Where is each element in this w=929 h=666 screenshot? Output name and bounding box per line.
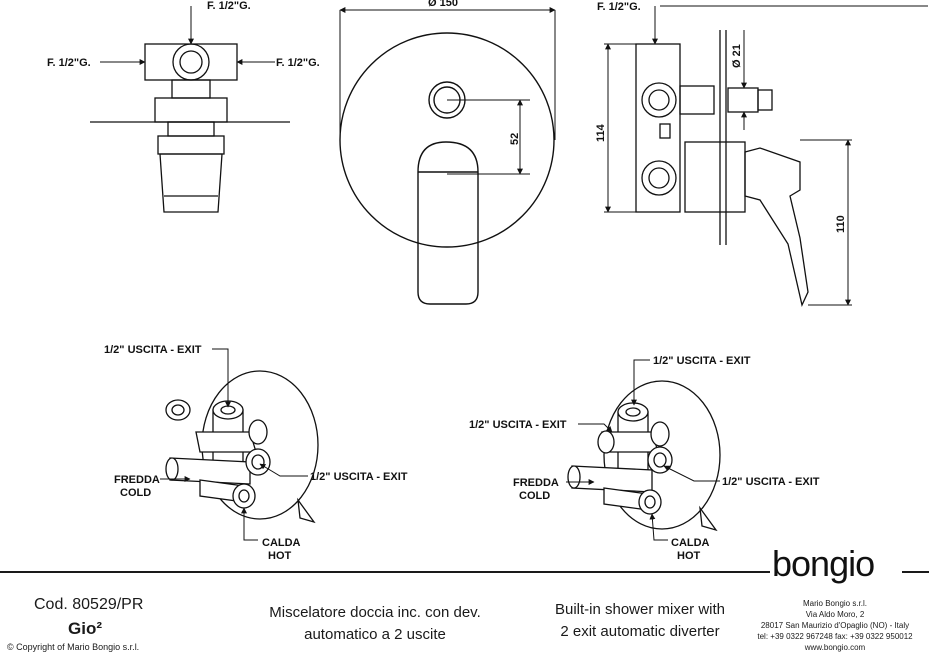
calda-label-b: CALDA: [671, 537, 710, 549]
dim-114: 114: [595, 123, 607, 142]
company-name: Mario Bongio s.r.l.: [802, 599, 868, 608]
description-english: Built-in shower mixer with 2 exit automa…: [540, 599, 740, 643]
dim-diameter-21: Ø 21: [731, 44, 743, 68]
description-italian: Miscelatore doccia inc. con dev. automat…: [240, 602, 510, 646]
cold-label-a: COLD: [120, 487, 151, 499]
exit-label-b-right: 1/2" USCITA - EXIT: [722, 476, 820, 488]
product-code: Cod. 80529/PR: [34, 596, 144, 613]
side-view-dimensions: [604, 5, 928, 306]
front-view-dimensions: [339, 7, 556, 175]
isometric-view-a: [165, 370, 319, 524]
fredda-label-b: FREDDA: [513, 477, 559, 489]
dim-52: 52: [509, 133, 521, 145]
fredda-label-a: FREDDA: [114, 474, 160, 486]
isometric-view-b: [567, 380, 721, 532]
exit-label-b-left: 1/2" USCITA - EXIT: [469, 419, 567, 431]
footer-divider: [0, 571, 770, 573]
dim-110: 110: [835, 215, 847, 233]
hot-label-a: HOT: [268, 550, 292, 562]
company-phone: tel: +39 0322 967248 fax: +39 0322 95001…: [757, 632, 913, 641]
description-english-line-1: Built-in shower mixer with: [554, 601, 726, 618]
company-website[interactable]: www.bongio.com: [804, 643, 866, 652]
isometric-b-leaders: [566, 359, 720, 541]
hot-label-b: HOT: [677, 550, 701, 562]
technical-drawing: F. 1/2"G. F. 1/2"G. F. 1/2"G. Ø 150 52: [47, 0, 928, 562]
exit-label-a-top: 1/2" USCITA - EXIT: [104, 344, 202, 356]
calda-label-a: CALDA: [262, 537, 301, 549]
company-city: 28017 San Maurizio d'Opaglio (NO) - Ital…: [760, 621, 910, 630]
top-view-leaders: [100, 6, 275, 65]
front-view-plate: [339, 32, 555, 305]
description-italian-line-1: Miscelatore doccia inc. con dev.: [269, 604, 481, 621]
product-model: Gio²: [68, 619, 102, 638]
description-english-line-2: 2 exit automatic diverter: [560, 623, 720, 640]
copyright-notice: © Copyright of Mario Bongio s.r.l.: [7, 642, 140, 652]
top-view-valve: [90, 43, 290, 213]
description-italian-line-2: automatico a 2 uscite: [304, 626, 446, 643]
exit-label-b-top: 1/2" USCITA - EXIT: [653, 355, 751, 367]
dim-diameter-150: Ø 150: [428, 0, 458, 9]
side-view-valve: [635, 30, 809, 308]
cold-label-b: COLD: [519, 490, 550, 502]
footer-divider-right: [902, 571, 929, 573]
brand-logo: bongio: [772, 543, 875, 584]
company-street: Via Aldo Moro, 2: [805, 610, 865, 619]
thread-label-side: F. 1/2"G.: [597, 1, 641, 13]
exit-label-a-right: 1/2" USCITA - EXIT: [310, 471, 408, 483]
thread-label-left: F. 1/2"G.: [47, 57, 91, 69]
company-info: Mario Bongio s.r.l. Via Aldo Moro, 2 280…: [740, 598, 929, 653]
thread-label-top: F. 1/2"G.: [207, 0, 251, 12]
isometric-a-leaders: [160, 348, 308, 541]
thread-label-right: F. 1/2"G.: [276, 57, 320, 69]
